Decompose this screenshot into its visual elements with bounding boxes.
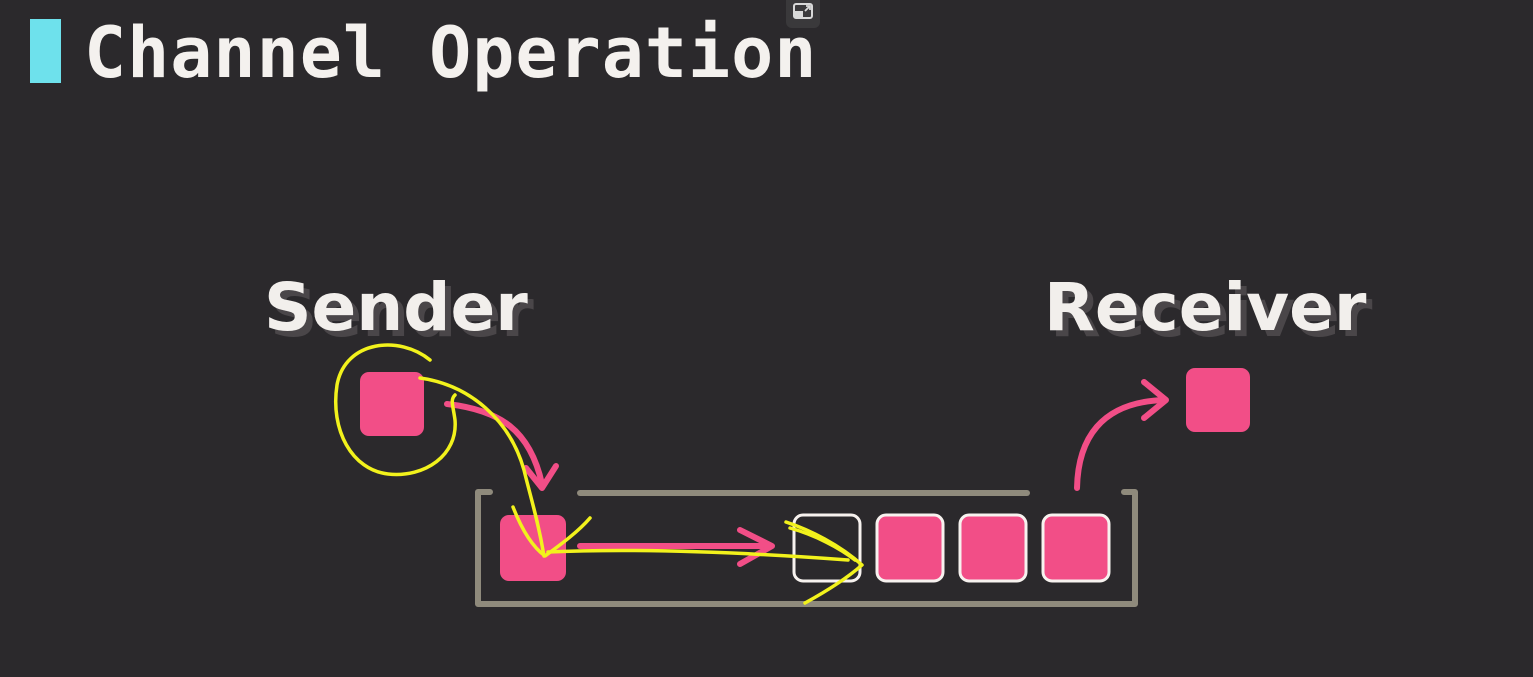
annotation-circle-sender xyxy=(334,343,457,477)
buffer-slot-filled xyxy=(500,515,566,581)
title-accent-bar xyxy=(30,19,61,83)
buffer-slot-empty xyxy=(792,513,862,583)
annotation-hook-left xyxy=(511,505,592,558)
annotation-arrowhead-right-2 xyxy=(788,526,857,562)
buffer-outline-left xyxy=(475,489,1138,607)
page-title: Channel Operation xyxy=(84,12,818,94)
annotation-scribbles xyxy=(334,343,864,605)
move-arrow xyxy=(577,527,775,567)
buffer-slots xyxy=(500,513,1111,583)
sender-item xyxy=(360,372,424,436)
annotation-path-down xyxy=(418,376,546,558)
sender-label: Sender xyxy=(264,269,528,346)
receive-arrow xyxy=(1074,379,1169,491)
receiver-item xyxy=(1186,368,1250,432)
receiver-label: Receiver xyxy=(1044,269,1367,346)
picture-in-picture-icon[interactable] xyxy=(786,0,820,28)
send-arrow xyxy=(444,401,559,491)
channel-buffer xyxy=(475,489,1138,607)
annotation-arrowhead-right xyxy=(784,520,864,605)
buffer-slot-filled xyxy=(958,513,1028,583)
buffer-slot-filled xyxy=(875,513,945,583)
annotation-line-right xyxy=(546,548,850,562)
buffer-slot-filled xyxy=(1041,513,1111,583)
